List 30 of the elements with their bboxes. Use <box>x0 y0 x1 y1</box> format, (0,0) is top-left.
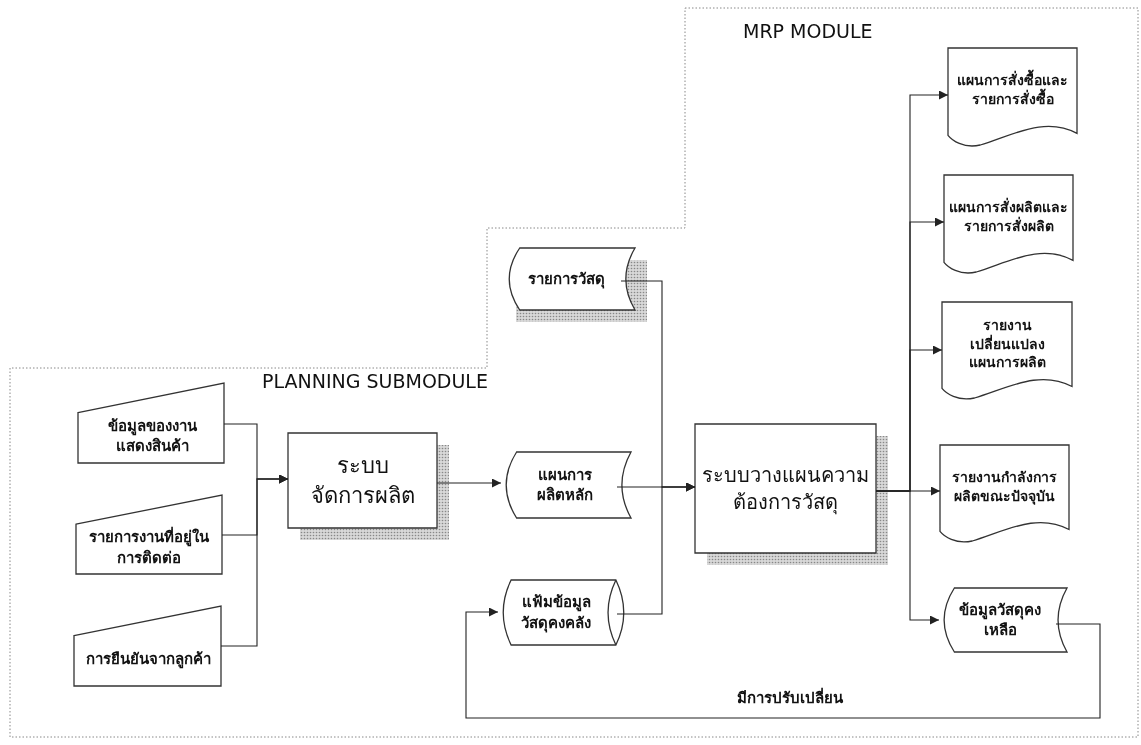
node-label: รายการงานที่อยู่ในการติดต่อ <box>88 527 210 568</box>
node-label: แฟ้มข้อมูลวัสดุคงคลัง <box>520 592 592 633</box>
node-label: ระบบจัดการผลิต <box>310 451 415 510</box>
manual-input-shape <box>78 383 224 463</box>
arrow <box>616 482 696 615</box>
document-shape <box>942 302 1072 398</box>
node-label: รายงานกำลังการผลิตขณะปัจจุบัน <box>951 468 1058 506</box>
node-label: ข้อมูลวัสดุคงเหลือ <box>958 599 1042 641</box>
arrow <box>220 474 289 647</box>
process-box <box>695 424 876 553</box>
submodule-title: PLANNING SUBMODULE <box>262 370 488 392</box>
arrow <box>436 478 502 488</box>
document-shape <box>944 175 1073 272</box>
node-label: แผนการผลิตหลัก <box>536 464 594 506</box>
process-box <box>288 433 437 528</box>
document-shape <box>940 445 1069 541</box>
module-title: MRP MODULE <box>743 20 873 42</box>
manual-input-shape <box>74 606 221 686</box>
manual-input-shape <box>76 495 222 574</box>
node-label: แผนการสั่งซื้อและรายการสั่งซื้อ <box>952 71 1073 109</box>
document-shape <box>948 48 1077 145</box>
node-label: แผนการสั่งผลิตและรายการสั่งผลิต <box>948 198 1069 236</box>
arrow <box>875 490 940 625</box>
node-label: รายงานเปลี่ยนแปลงแผนการผลิต <box>967 315 1047 373</box>
module-boundary <box>10 8 1138 737</box>
node-label: การยืนยันจากลูกค้า <box>85 648 211 670</box>
node-label: รายการวัสดุ <box>527 268 605 290</box>
node-label: ระบบวางแผนความต้องการวัสดุ <box>701 461 870 516</box>
arrow <box>465 607 1101 719</box>
node-label: ข้อมูลของงานแสดงสินค้า <box>106 415 198 457</box>
